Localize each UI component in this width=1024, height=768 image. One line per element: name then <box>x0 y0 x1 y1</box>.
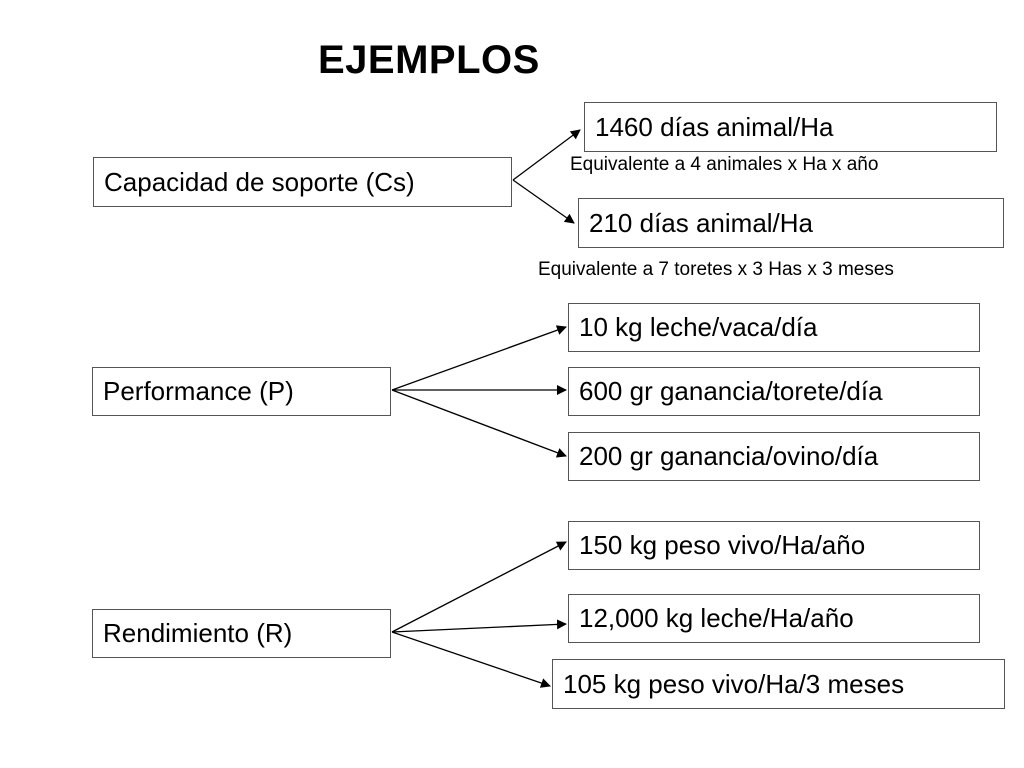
cs-item-2-note: Equivalente a 7 toretes x 3 Has x 3 mese… <box>538 259 894 280</box>
r-label-box: Rendimiento (R) <box>92 609 391 658</box>
arrow-r-3 <box>391 631 551 688</box>
r-item-3-box: 105 kg peso vivo/Ha/3 meses <box>552 659 1005 709</box>
arrow-p-3 <box>391 389 567 458</box>
arrow-cs-2 <box>512 179 575 224</box>
p-label-box: Performance (P) <box>92 367 391 416</box>
r-item-1-box: 150 kg peso vivo/Ha/año <box>568 521 980 570</box>
p-item-1-box: 10 kg leche/vaca/día <box>568 303 980 352</box>
r-item-2-box: 12,000 kg leche/Ha/año <box>568 594 980 643</box>
cs-item-1-note: Equivalente a 4 animales x Ha x año <box>570 154 879 175</box>
arrow-r-1 <box>391 541 567 633</box>
page-title: EJEMPLOS <box>318 38 540 82</box>
cs-item-2-box: 210 días animal/Ha <box>578 198 1004 248</box>
arrow-r-2 <box>391 619 567 633</box>
arrow-cs-1 <box>512 129 581 181</box>
cs-label-box: Capacidad de soporte (Cs) <box>93 157 512 207</box>
arrow-p-1 <box>391 325 567 391</box>
p-item-3-box: 200 gr ganancia/ovino/día <box>568 432 980 481</box>
p-item-2-box: 600 gr ganancia/torete/día <box>568 367 980 416</box>
cs-item-1-box: 1460 días animal/Ha <box>584 102 997 152</box>
